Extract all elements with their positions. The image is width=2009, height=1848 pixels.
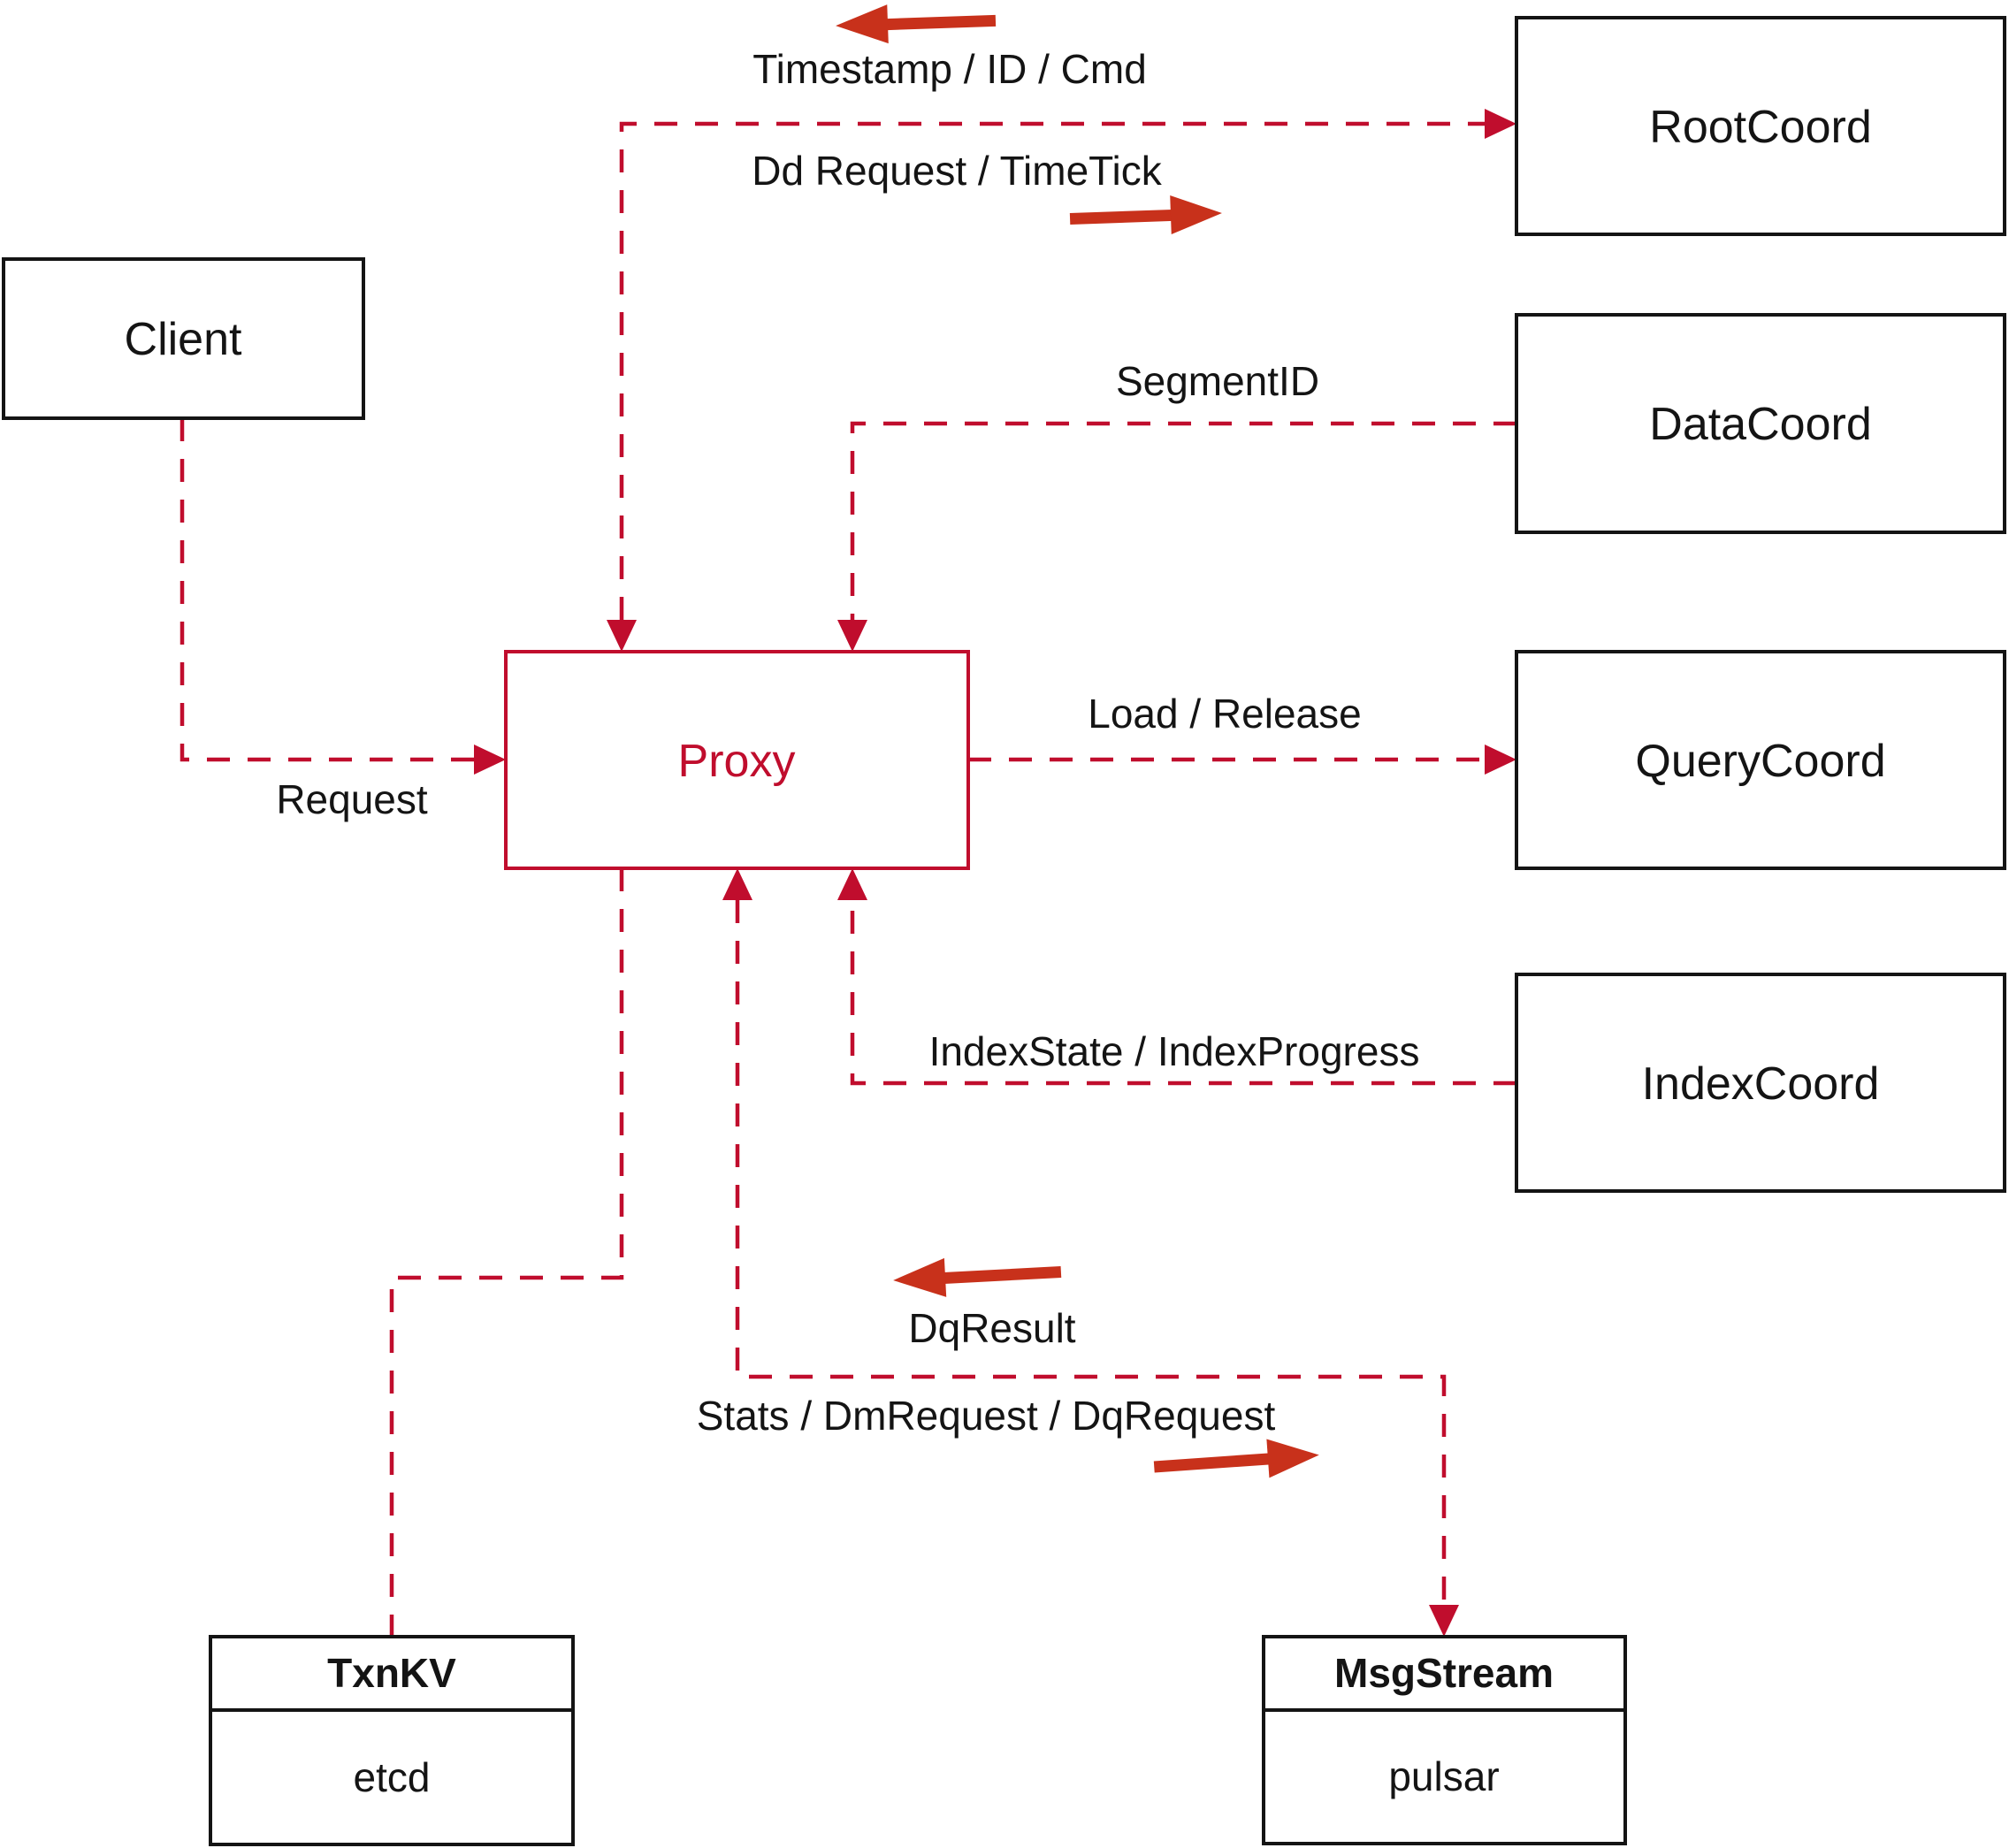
edge-label-dq-result: DqResult	[908, 1305, 1075, 1351]
querycoord-box: QueryCoord	[1515, 650, 2006, 870]
proxy-label: Proxy	[678, 736, 796, 787]
edge-proxy-msgstream	[722, 868, 1459, 1637]
edge-proxy-to-querycoord	[968, 745, 1516, 775]
datacoord-box: DataCoord	[1515, 313, 2006, 534]
txnkv-box: TxnKV etcd	[209, 1635, 575, 1846]
client-box: Client	[2, 257, 365, 420]
timestamp-left-arrow-icon	[836, 4, 997, 44]
edge-proxy-to-txnkv	[389, 868, 624, 1637]
msgstream-box: MsgStream pulsar	[1262, 1635, 1627, 1845]
txnkv-subtitle: etcd	[354, 1754, 431, 1800]
dd-request-right-arrow-icon	[1069, 195, 1222, 235]
edge-indexcoord-to-proxy	[837, 868, 1516, 1086]
edge-label-timestamp: Timestamp / ID / Cmd	[752, 46, 1147, 92]
dq-result-left-arrow-icon	[893, 1257, 1062, 1297]
indexcoord-box: IndexCoord	[1515, 973, 2006, 1193]
edge-label-dd-request: Dd Request / TimeTick	[752, 148, 1163, 194]
datacoord-label: DataCoord	[1649, 399, 1871, 450]
edge-proxy-rootcoord	[607, 109, 1516, 652]
rootcoord-label: RootCoord	[1649, 102, 1871, 153]
edge-label-index-state: IndexState / IndexProgress	[929, 1028, 1420, 1074]
edge-label-segment-id: SegmentID	[1116, 358, 1319, 404]
proxy-box: Proxy	[504, 650, 970, 870]
txnkv-title: TxnKV	[327, 1650, 456, 1696]
edge-label-stats: Stats / DmRequest / DqRequest	[697, 1393, 1276, 1439]
stats-right-arrow-icon	[1153, 1439, 1319, 1478]
indexcoord-label: IndexCoord	[1642, 1058, 1880, 1110]
rootcoord-box: RootCoord	[1515, 16, 2006, 236]
edge-client-to-proxy	[180, 418, 506, 775]
edge-label-request: Request	[276, 776, 428, 822]
querycoord-label: QueryCoord	[1635, 736, 1885, 787]
edge-label-load-release: Load / Release	[1088, 691, 1361, 737]
edge-datacoord-to-proxy	[837, 421, 1516, 652]
msgstream-subtitle: pulsar	[1388, 1753, 1499, 1799]
msgstream-title: MsgStream	[1334, 1650, 1554, 1696]
client-label: Client	[125, 314, 242, 365]
